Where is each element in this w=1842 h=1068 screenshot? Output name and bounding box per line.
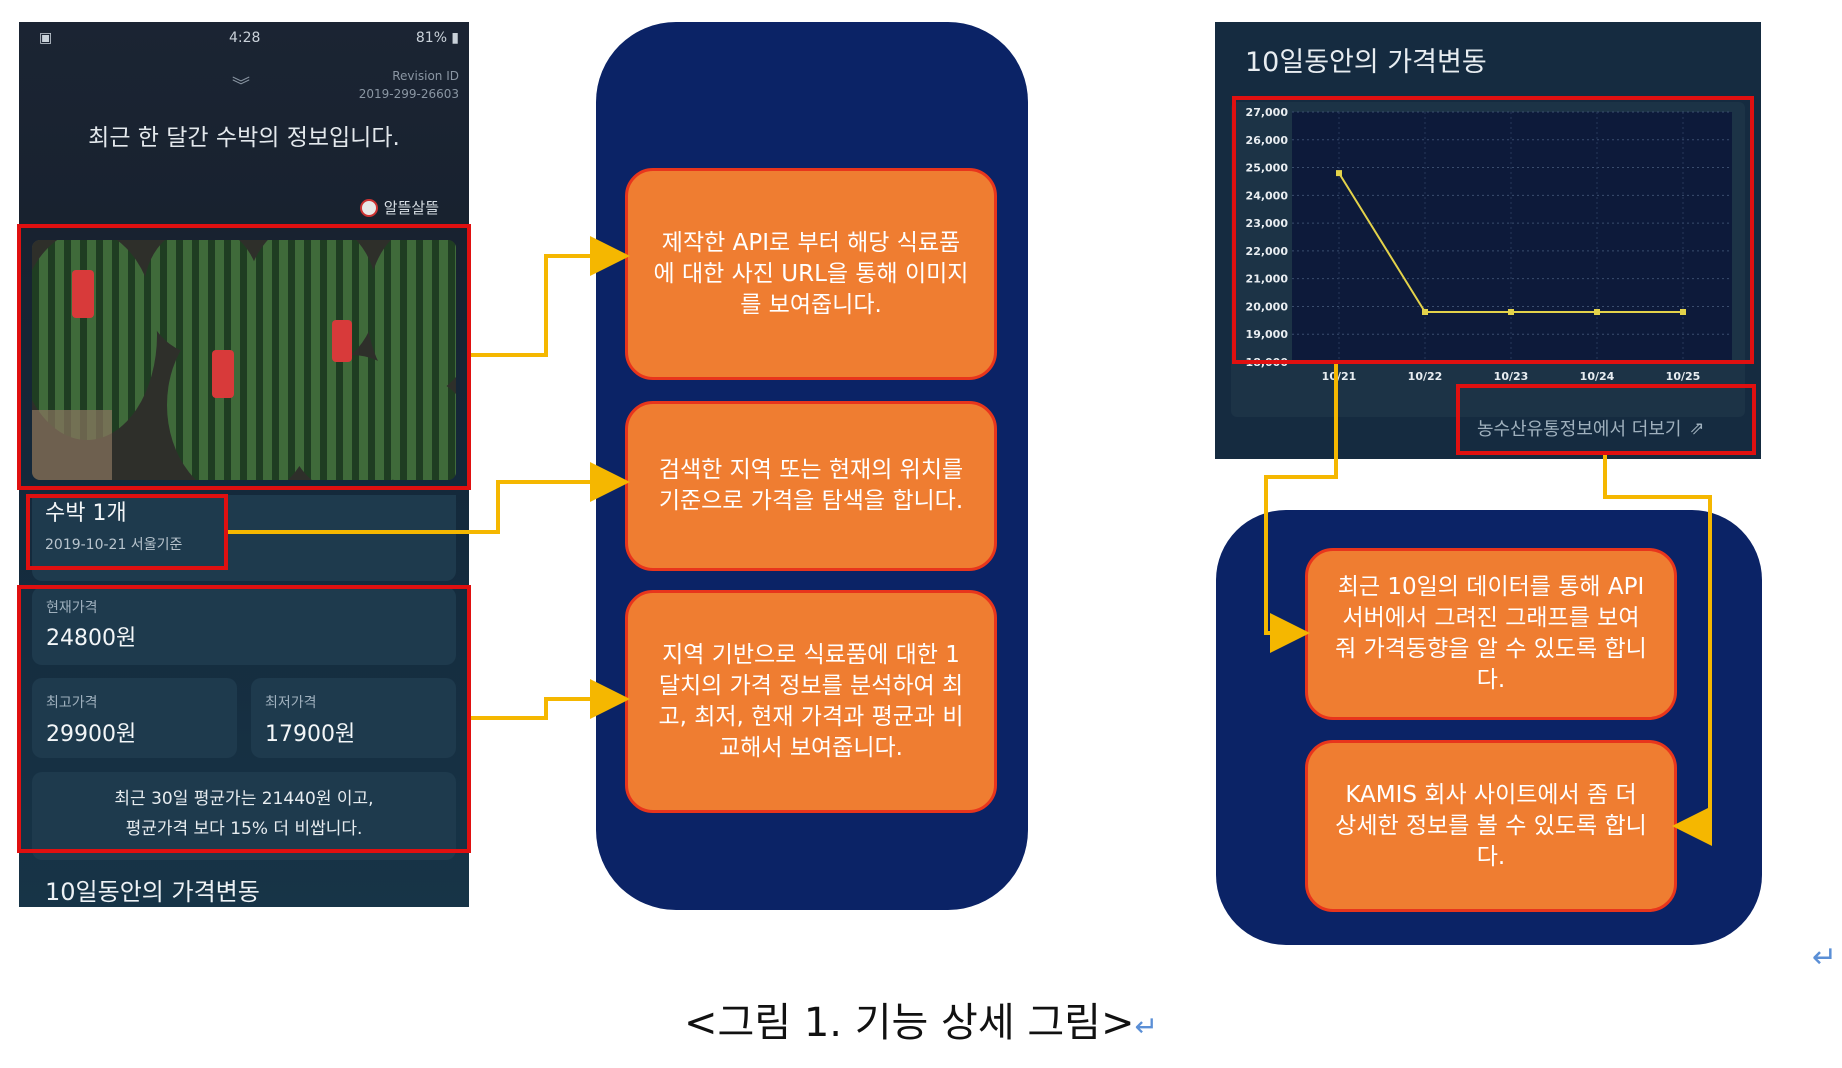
status-time: 4:28 bbox=[229, 30, 261, 46]
data-point bbox=[1422, 309, 1428, 315]
current-price-value: 24800원 bbox=[46, 626, 137, 651]
y-tick-label: 27,000 bbox=[1246, 106, 1289, 119]
section-title: 10일동안의 가격변동 bbox=[45, 878, 260, 906]
x-tick-label: 10/23 bbox=[1494, 370, 1529, 383]
data-point bbox=[1594, 309, 1600, 315]
revision-info: Revision ID 2019-299-26603 bbox=[359, 67, 459, 103]
highlight-chart bbox=[1232, 96, 1754, 364]
caption-pilcrow: ↵ bbox=[1134, 1010, 1158, 1043]
x-tick-label: 10/25 bbox=[1666, 370, 1701, 383]
arrow-product bbox=[228, 462, 630, 534]
figure-caption: <그림 1. 기능 상세 그림>↵ bbox=[0, 990, 1842, 1048]
phone-screenshot: ▣ 4:28 81% ▮ ︾ Revision ID 2019-299-2660… bbox=[19, 22, 469, 907]
min-price-value: 17900원 bbox=[265, 722, 356, 747]
chevron-down-icon[interactable]: ︾ bbox=[232, 76, 250, 97]
data-point bbox=[1508, 309, 1514, 315]
caption-text: <그림 1. 기능 상세 그림> bbox=[684, 1000, 1135, 1046]
watermelon-photo bbox=[32, 240, 456, 480]
arrow-image bbox=[471, 236, 630, 357]
y-tick-label: 26,000 bbox=[1246, 134, 1289, 147]
arrow-prices bbox=[471, 679, 630, 720]
average-card: 최근 30일 평균가는 21440원 이고, 평균가격 보다 15% 더 비쌉니… bbox=[32, 772, 456, 860]
kamis-more-link[interactable]: 농수산유통정보에서 더보기 ⇗ bbox=[1477, 415, 1705, 441]
callout-price-analysis: 지역 기반으로 식료품에 대한 1달치의 가격 정보를 분석하여 최고, 최저,… bbox=[625, 590, 997, 813]
brand-name: 알뜰살뜰 bbox=[383, 199, 439, 217]
revision-id: 2019-299-26603 bbox=[358, 87, 459, 101]
external-link-icon: ⇗ bbox=[1689, 417, 1705, 439]
data-point bbox=[1680, 309, 1686, 315]
current-price-card: 현재가격 24800원 bbox=[32, 587, 456, 665]
status-battery: 81% bbox=[415, 30, 447, 46]
battery-icon: ▮ bbox=[451, 30, 459, 46]
x-tick-label: 10/21 bbox=[1322, 370, 1357, 383]
highlight-more-link bbox=[1456, 384, 1756, 455]
gallery-icon: ▣ bbox=[39, 30, 53, 46]
chart-title: 10일동안의 가격변동 bbox=[1245, 47, 1487, 78]
product-date: 2019-10-21 서울기준 bbox=[45, 537, 183, 553]
revision-label: Revision ID bbox=[392, 69, 459, 83]
min-price-label: 최저가격 bbox=[265, 695, 317, 711]
highlight-image bbox=[17, 224, 471, 490]
y-tick-label: 20,000 bbox=[1246, 300, 1289, 313]
brand-logo-icon bbox=[359, 198, 378, 217]
plot-area bbox=[1292, 112, 1732, 362]
y-tick-label: 25,000 bbox=[1246, 162, 1289, 175]
x-tick-label: 10/22 bbox=[1408, 370, 1443, 383]
chart-screenshot: 10일동안의 가격변동 27,000 26,000 25,000 24,000 23,0… bbox=[1215, 22, 1761, 459]
brand: 알뜰살뜰 bbox=[359, 197, 439, 218]
y-tick-label: 24,000 bbox=[1246, 189, 1289, 202]
min-price-card: 최저가격 17900원 bbox=[251, 678, 456, 758]
highlight-prices bbox=[17, 585, 471, 853]
more-link-label: 농수산유통정보에서 더보기 bbox=[1477, 419, 1682, 440]
current-price-label: 현재가격 bbox=[46, 600, 98, 616]
data-point bbox=[1336, 170, 1342, 177]
pilcrow-mark: ↵ bbox=[1812, 940, 1838, 975]
y-tick-label: 23,000 bbox=[1246, 217, 1289, 230]
product-image bbox=[32, 240, 456, 480]
max-price-label: 최고가격 bbox=[46, 695, 98, 711]
price-line-chart: 27,000 26,000 25,000 24,000 23,000 22,000 21,0… bbox=[1246, 106, 1732, 383]
callout-image-api: 제작한 API로 부터 해당 식료품에 대한 사진 URL을 통해 이미지를 보… bbox=[625, 168, 997, 380]
max-price-card: 최고가격 29900원 bbox=[32, 678, 237, 758]
max-price-value: 29900원 bbox=[46, 722, 137, 747]
page-headline: 최근 한 달간 수박의 정보입니다. bbox=[88, 125, 400, 151]
highlight-product bbox=[26, 494, 228, 570]
product-name: 수박 1개 bbox=[45, 501, 127, 526]
y-tick-label: 21,000 bbox=[1246, 273, 1289, 286]
y-tick-label: 22,000 bbox=[1246, 245, 1289, 258]
x-tick-label: 10/24 bbox=[1580, 370, 1615, 383]
callout-region-search: 검색한 지역 또는 현재의 위치를 기준으로 가격을 탐색을 합니다. bbox=[625, 401, 997, 571]
arrow-more bbox=[1603, 455, 1712, 846]
average-line-1: 최근 30일 평균가는 21440원 이고, bbox=[114, 789, 374, 809]
arrow-chart bbox=[1264, 364, 1338, 653]
average-line-2: 평균가격 보다 15% 더 비쌉니다. bbox=[125, 819, 363, 839]
y-tick-label: 19,000 bbox=[1246, 328, 1289, 341]
